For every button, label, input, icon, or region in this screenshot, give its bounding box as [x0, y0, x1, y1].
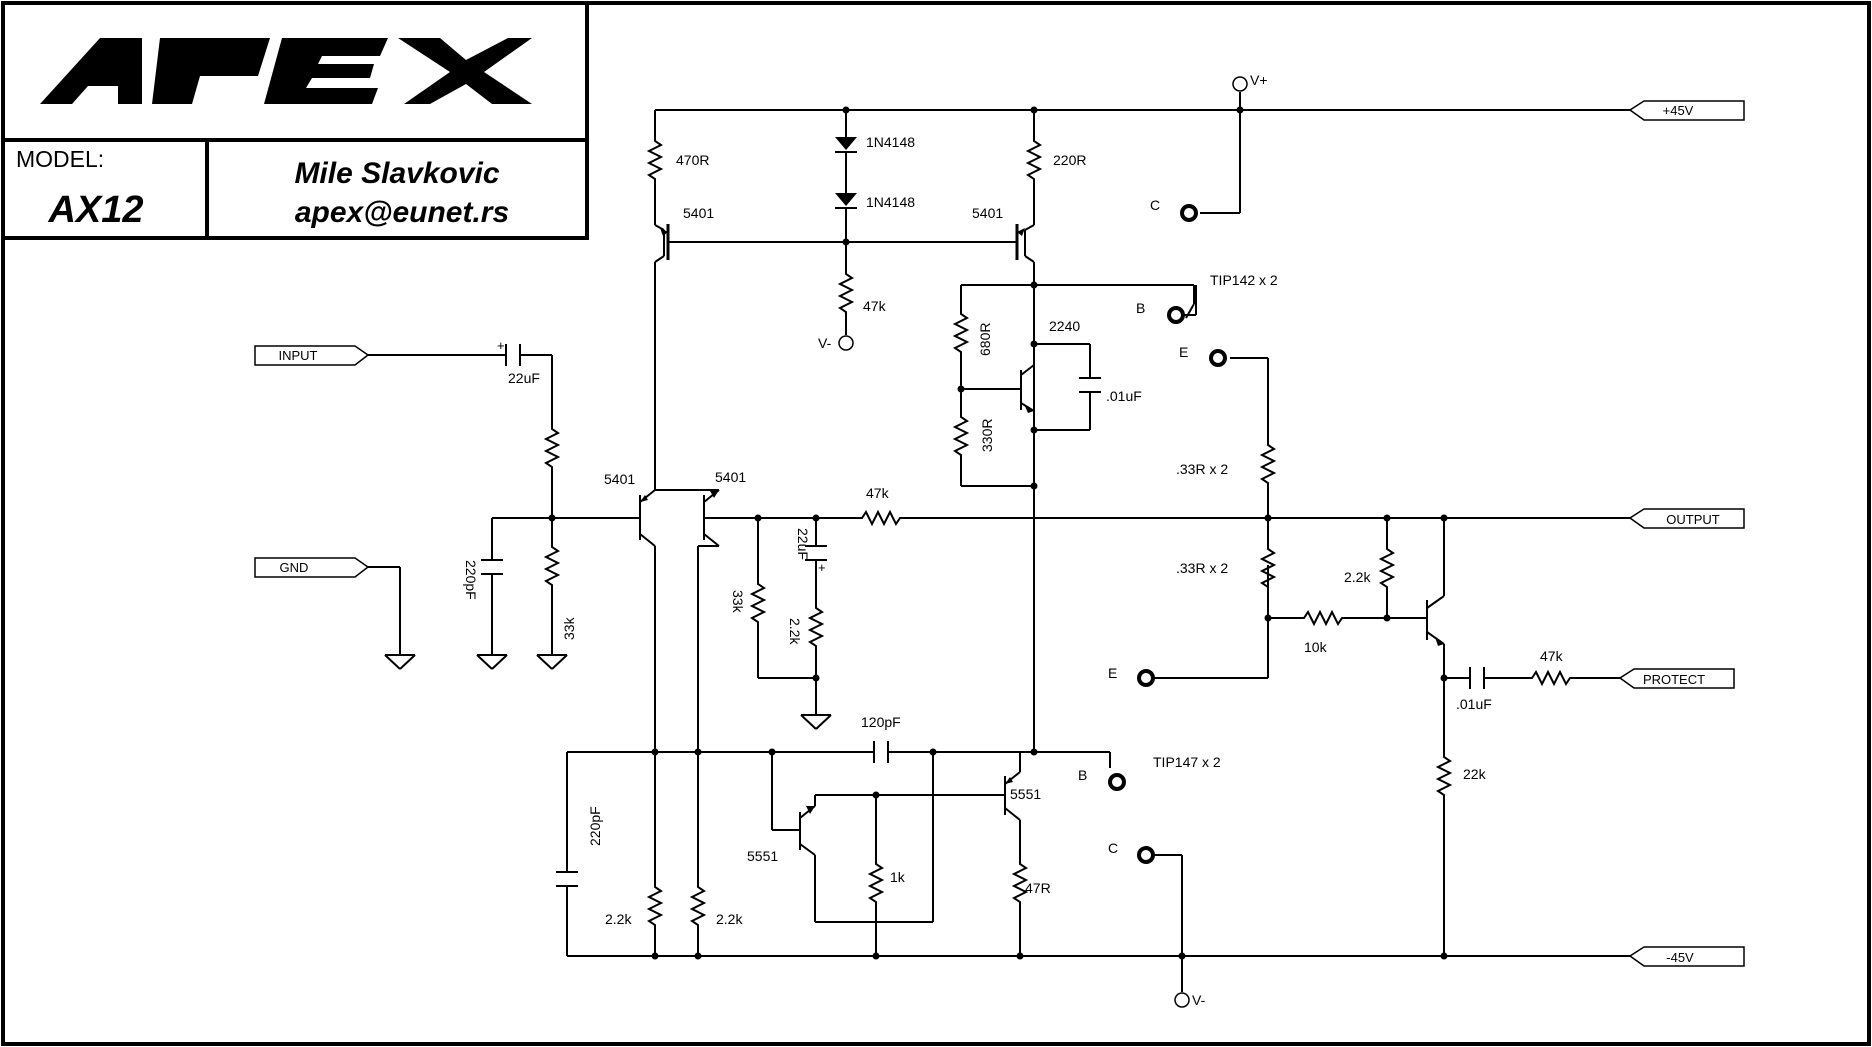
q-5401-tr-label: 5401	[972, 205, 1003, 221]
model-number: AX12	[47, 189, 143, 231]
v-minus-bias-label: V-	[818, 335, 832, 351]
svg-text:+: +	[818, 560, 826, 575]
terminal-e-top	[1209, 349, 1227, 367]
v-plus-port-label: +45V	[1663, 103, 1694, 118]
r-22k-label: 22k	[1463, 766, 1487, 782]
v-minus-label: V-	[1192, 992, 1206, 1008]
q-5401-dr-label: 5401	[715, 469, 746, 485]
r-47k-bias-label: 47k	[863, 298, 887, 314]
svg-text:+: +	[497, 338, 505, 353]
terminal-c-bottom	[1137, 846, 1155, 864]
r-33R-top-label: .33R x 2	[1176, 461, 1228, 477]
apex-logo	[40, 38, 532, 104]
r-10k-label: 10k	[1304, 639, 1328, 655]
terminal-b-bottom	[1108, 773, 1126, 791]
gnd-port-label: GND	[280, 560, 309, 575]
component-labels: 470R 1N4148 1N4148 220R 5401 5401 47k 68…	[463, 134, 1564, 927]
terminal-e-top-label: E	[1179, 344, 1188, 360]
r-2k2-l-label: 2.2k	[605, 911, 632, 927]
title-block: MODEL: AX12 Mile Slavkovic apex@eunet.rs	[1, 1, 589, 240]
r-2k2-r-label: 2.2k	[716, 911, 743, 927]
protect-port	[1618, 668, 1735, 689]
tip142-label: TIP142 x 2	[1210, 272, 1278, 288]
r-47R-label: 47R	[1025, 880, 1051, 896]
r-470R-label: 470R	[676, 152, 709, 168]
terminal-b-top-label: B	[1136, 300, 1145, 316]
supply-points	[838, 76, 1248, 1008]
q-5551-r-label: 5551	[1010, 786, 1041, 802]
output-port-label: OUTPUT	[1666, 512, 1720, 527]
v-minus-bias-point	[838, 335, 854, 351]
v-minus-port-label: -45V	[1666, 950, 1694, 965]
r-47k-prot-label: 47k	[1540, 648, 1564, 664]
ground-symbol	[384, 654, 416, 670]
terminal-e-bottom-label: E	[1108, 665, 1117, 681]
r-220R-label: 220R	[1053, 152, 1086, 168]
ground-symbol	[800, 714, 832, 730]
transistor-bases	[666, 224, 1019, 260]
c-22uF-fb-label: 22uF	[795, 528, 811, 560]
input-port-label: INPUT	[279, 348, 318, 363]
c-22uF-in-label: 22uF	[508, 370, 540, 386]
transistor-arrows	[640, 228, 1444, 814]
c-01uF-vbe-label: .01uF	[1106, 388, 1142, 404]
v-plus-point	[1232, 76, 1248, 92]
c-220pF-in-label: 220pF	[463, 560, 479, 600]
r-1k-label: 1k	[890, 869, 906, 885]
gnd-port	[254, 557, 370, 578]
r-2k2-fb-label: 2.2k	[787, 618, 803, 645]
terminal-b-bottom-label: B	[1078, 767, 1087, 783]
input-port	[254, 345, 370, 366]
capacitors: + +	[481, 338, 1485, 887]
v-plus-label: V+	[1250, 72, 1268, 88]
v-minus-port	[1628, 946, 1745, 967]
r-33k-fb-label: 33k	[730, 590, 746, 614]
c-120pF-label: 120pF	[861, 714, 901, 730]
d2-label: 1N4148	[866, 194, 915, 210]
terminal-c-bottom-label: C	[1108, 840, 1118, 856]
r-33k-in-label: 33k	[561, 616, 577, 640]
diodes	[835, 137, 857, 209]
terminal-c-top	[1180, 204, 1198, 222]
author-name: Mile Slavkovic	[294, 157, 499, 190]
model-label: MODEL:	[16, 146, 104, 172]
wires	[368, 92, 1630, 992]
q-5401-tl-label: 5401	[683, 205, 714, 221]
q-5401-dl-label: 5401	[604, 471, 635, 487]
r-33R-bot-label: .33R x 2	[1176, 560, 1228, 576]
r-47k-fb-label: 47k	[866, 485, 890, 501]
v-plus-port	[1628, 100, 1745, 121]
ground-symbol	[536, 654, 568, 670]
tip147-label: TIP147 x 2	[1153, 754, 1221, 770]
resistors	[545, 136, 1575, 930]
q-2240-label: 2240	[1049, 318, 1080, 334]
c-01uF-prot-label: .01uF	[1456, 696, 1492, 712]
output-port	[1628, 508, 1745, 529]
r-330R-label: 330R	[979, 419, 995, 452]
protect-port-label: PROTECT	[1643, 672, 1705, 687]
terminal-c-top-label: C	[1150, 197, 1160, 213]
author-email: apex@eunet.rs	[295, 196, 509, 229]
r-680R-label: 680R	[977, 323, 993, 356]
v-minus-point	[1174, 992, 1190, 1008]
d1-label: 1N4148	[866, 134, 915, 150]
r-2k2-prot-label: 2.2k	[1344, 569, 1371, 585]
q-5551-l-label: 5551	[747, 848, 778, 864]
ground-symbol	[476, 654, 508, 670]
c-220pF-vas-label: 220pF	[587, 806, 603, 846]
terminal-e-bottom	[1137, 669, 1155, 687]
port-flags	[254, 100, 1745, 967]
junction-dots	[548, 106, 1448, 960]
terminal-b-top	[1167, 306, 1185, 324]
